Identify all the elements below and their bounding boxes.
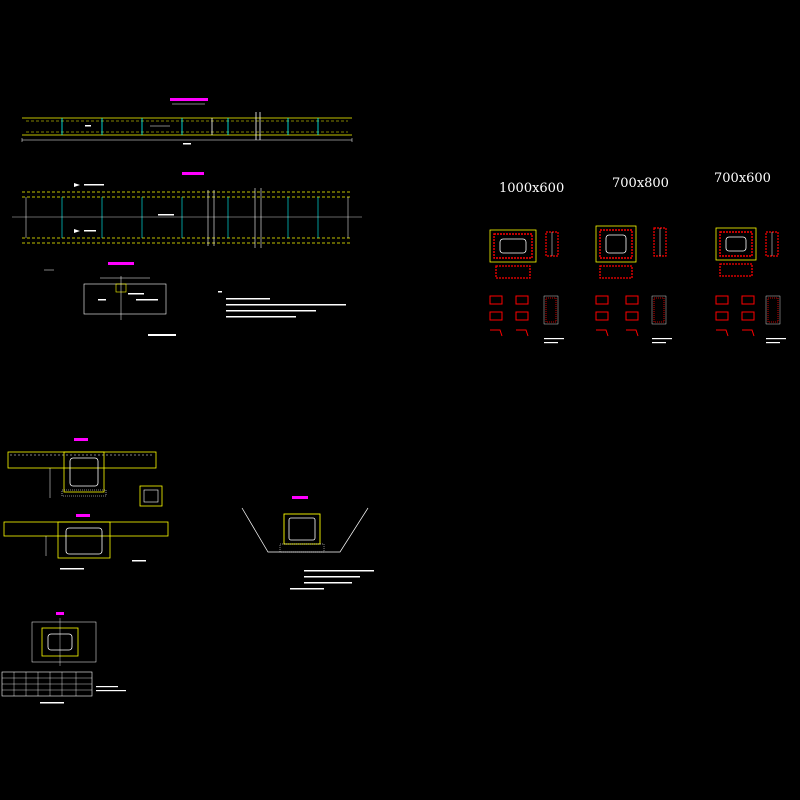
inlet-detail-upper [7,438,163,507]
section-detail-700x600 [715,227,779,277]
section-label-1000x600: 1000x600 [499,181,565,196]
general-notes [218,291,346,318]
quantity-table [1,671,126,704]
culvert-elevation-drawing [21,98,353,145]
rebar-schedule-700x600 [715,295,786,344]
rebar-schedule-700x800 [595,295,672,344]
trench-section-drawing [241,496,374,590]
inlet-detail-lower [3,514,169,570]
rebar-schedule-1000x600 [489,295,564,344]
section-detail-700x800 [595,225,667,279]
manhole-plan-drawing [31,612,97,666]
culvert-plan-drawing [12,172,362,248]
section-detail-1000x600 [489,229,559,279]
section-label-700x600: 700x600 [714,171,771,186]
section-label-700x800: 700x800 [612,176,669,191]
joint-detail-drawing [44,262,176,336]
